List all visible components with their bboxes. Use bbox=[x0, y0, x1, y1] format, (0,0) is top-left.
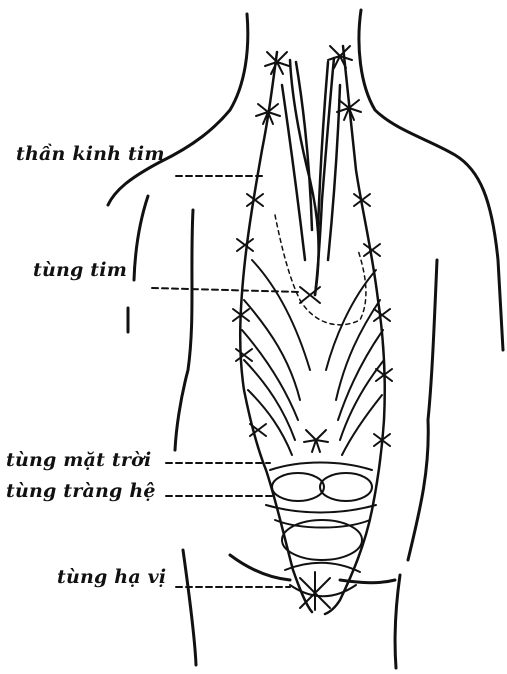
leader-lines bbox=[152, 176, 300, 587]
label-than-kinh-tim: thần kinh tim bbox=[16, 143, 165, 165]
sympathetic-chains bbox=[240, 46, 385, 614]
abdominal-plexus bbox=[266, 463, 376, 611]
label-tung-ha-vi: tùng hạ vị bbox=[57, 566, 166, 588]
label-tung-tim: tùng tim bbox=[33, 259, 127, 281]
ganglia bbox=[233, 46, 392, 452]
leader-line-tung-tim bbox=[152, 288, 300, 292]
label-tung-mat-troi: tùng mặt trời bbox=[6, 449, 151, 471]
body-outline bbox=[108, 10, 503, 668]
label-tung-trang-he: tùng tràng hệ bbox=[6, 480, 156, 502]
